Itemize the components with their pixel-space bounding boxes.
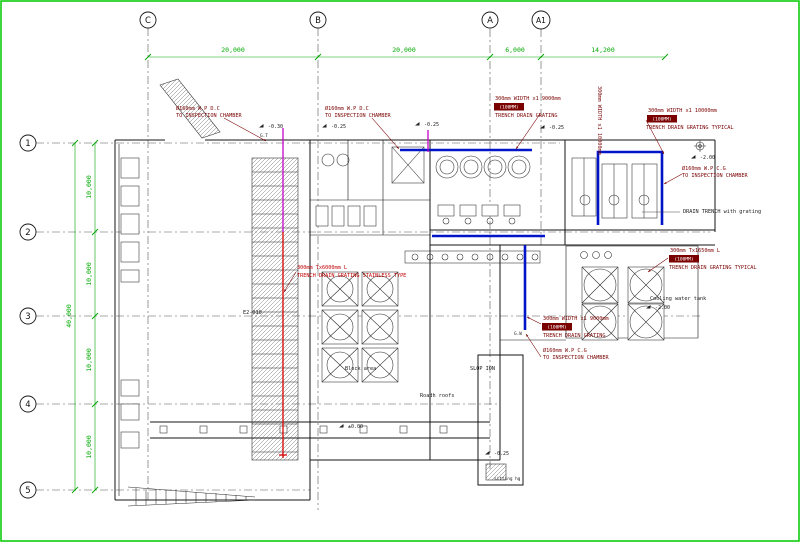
annotations: Ø160mm W.P D.C TO INSPECTION CHAMBER Ø16… bbox=[176, 86, 756, 361]
dim-left-1: 10,000 bbox=[85, 175, 93, 199]
annotation-trench-mid-chip: (100MM) bbox=[547, 325, 566, 331]
equipment-left-wall bbox=[120, 157, 140, 449]
annotation-trench-vertical: 300mm WIDTH x1 10000mm bbox=[596, 86, 602, 155]
benchmark-symbol bbox=[694, 140, 706, 152]
annotation-trench-right-line1: 300mm WIDTH x1 10000mm bbox=[648, 108, 717, 114]
equipment-top-middle bbox=[315, 146, 425, 227]
annotation-trench-top-chip-bg bbox=[494, 103, 524, 111]
annotation-trench-right-chip: (100MM) bbox=[652, 117, 671, 123]
grid-bubbles-left: 1 2 3 4 5 bbox=[19, 134, 37, 499]
grid-bubbles-top: C B A A1 bbox=[139, 10, 551, 30]
annotation-trench-1650-chip-bg bbox=[669, 255, 699, 263]
annotation-wp-dc-left-line1: Ø160mm W.P D.C bbox=[176, 105, 220, 112]
elevation-8: -2.00 bbox=[655, 305, 670, 311]
annotation-trench-top-line1: 300mm WIDTH x1 9000mm bbox=[495, 96, 561, 102]
grid-label-b: B bbox=[315, 16, 321, 26]
pipe-lines bbox=[279, 128, 429, 458]
label-slop-ion: SLOP ION bbox=[470, 366, 495, 372]
elevation-3: -0.25 bbox=[424, 122, 439, 128]
grid-label-4: 4 bbox=[25, 400, 30, 410]
annotation-wp-cg-mid-line1: Ø160mm W.P C.G bbox=[543, 347, 587, 354]
black-labels: DRAIN TRENCH with grating Cooling water … bbox=[243, 133, 761, 482]
grid-label-2: 2 bbox=[25, 228, 30, 238]
dim-top-1: 20,000 bbox=[221, 46, 245, 54]
grid-label-5: 5 bbox=[25, 486, 30, 496]
label-drain-trench: DRAIN TRENCH with grating bbox=[683, 209, 761, 215]
grid-bubble-1 bbox=[19, 134, 37, 152]
dim-left-4: 10,000 bbox=[85, 435, 93, 459]
annotation-trench-stainless-line1: 300mm Tx6000mm L bbox=[297, 265, 347, 271]
annotation-wp-dc-left-line2: TO INSPECTION CHAMBER bbox=[176, 113, 242, 119]
annotation-trench-top-chip: (100MM) bbox=[499, 105, 518, 111]
dim-left-3: 10,000 bbox=[85, 348, 93, 372]
fan-units-middle-hall bbox=[321, 271, 399, 383]
annotation-wp-cg-mid-line2: TO INSPECTION CHAMBER bbox=[543, 355, 609, 361]
elevation-4: -0.25 bbox=[549, 125, 564, 131]
stairs bbox=[127, 486, 256, 507]
bottom-right-block bbox=[485, 463, 507, 481]
annotation-trench-1650-chip: (100MM) bbox=[674, 257, 693, 263]
dim-left-2: 10,000 bbox=[85, 262, 93, 286]
annotation-wp-dc-mid-line1: Ø160mm W.P D.C bbox=[325, 105, 369, 112]
leader-lines bbox=[223, 113, 683, 358]
grid-bubble-a1 bbox=[531, 10, 551, 30]
annotation-wp-cg-right-line1: Ø160mm W.P C.G bbox=[682, 165, 726, 172]
annotation-trench-right-line3: TRENCH DRAIN GRATING TYPICAL bbox=[646, 125, 733, 131]
level-markers: -0.30 -0.25 -0.25 -0.25 -2.00 ±0.00 -0.2… bbox=[259, 122, 715, 457]
label-sitting-hg: sitting hg bbox=[494, 476, 521, 482]
trench-grating-ladder bbox=[251, 157, 299, 461]
trench-drain-blue-lines bbox=[400, 148, 664, 330]
label-cooling-water-tank: Cooling water tank bbox=[650, 296, 707, 302]
grid-label-a1: A1 bbox=[536, 16, 546, 25]
grid-bubble-b bbox=[309, 11, 327, 29]
label-block-area: Block area bbox=[345, 366, 376, 372]
tanks-top-block bbox=[435, 155, 531, 225]
grid-bubble-a bbox=[481, 11, 499, 29]
annotation-trench-mid-line3: TRENCH DRAIN GRATING bbox=[543, 333, 605, 339]
cooling-towers bbox=[580, 251, 665, 341]
grid-label-1: 1 bbox=[25, 139, 30, 149]
dimension-chain-left: 10,000 10,000 10,000 10,000 40,000 bbox=[65, 139, 99, 494]
elevation-2: -0.25 bbox=[331, 124, 346, 130]
annotation-trench-1650-line3: TRENCH DRAIN GRATING TYPICAL bbox=[669, 265, 756, 271]
dimension-chain-top: 20,000 20,000 6,000 14,200 bbox=[144, 46, 669, 61]
dim-top-3: 6,000 bbox=[505, 46, 525, 54]
grid-bubble-4 bbox=[19, 395, 37, 413]
elevation-6: ±0.00 bbox=[348, 424, 363, 430]
label-room-code: E2-010 bbox=[243, 310, 262, 316]
building-walls bbox=[114, 139, 716, 501]
dim-top-2: 20,000 bbox=[392, 46, 416, 54]
label-gully-waste: G.W bbox=[514, 331, 522, 337]
annotation-trench-top-line3: TRENCH DRAIN GRATING bbox=[495, 113, 557, 119]
grid-label-a: A bbox=[487, 16, 493, 26]
elevation-7: -0.25 bbox=[494, 451, 509, 457]
elevation-5: -2.00 bbox=[700, 155, 715, 161]
annotation-wp-cg-right-line2: TO INSPECTION CHAMBER bbox=[682, 173, 748, 179]
annotation-trench-1650-line1: 300mm Tx1650mm L bbox=[670, 248, 720, 254]
annotation-trench-stainless-line2: TRENCH DRAIN GRATING STAINLESS TYPE bbox=[297, 273, 406, 279]
elevation-1: -0.30 bbox=[268, 124, 283, 130]
annotation-trench-mid-chip-bg bbox=[542, 323, 572, 331]
label-gully-trap: G.T bbox=[260, 133, 268, 139]
trench-drain-right-u bbox=[596, 150, 664, 225]
label-roadh-roofs: Roadh roofs bbox=[420, 393, 454, 399]
annotation-trench-mid-line1: 300mm WIDTH x1 9000mm bbox=[543, 316, 609, 322]
grid-label-3: 3 bbox=[25, 312, 30, 322]
ramp-hatch bbox=[159, 78, 221, 139]
grid-bubble-5 bbox=[19, 481, 37, 499]
annotation-wp-dc-mid-line2: TO INSPECTION CHAMBER bbox=[325, 113, 391, 119]
conveyor-row bbox=[404, 250, 541, 264]
grid-label-c: C bbox=[145, 16, 151, 26]
pipe-red-left bbox=[279, 232, 287, 458]
grid-bubble-2 bbox=[19, 223, 37, 241]
annotation-trench-right-chip-bg bbox=[647, 115, 677, 123]
dim-top-4: 14,200 bbox=[591, 46, 615, 54]
dim-left-overall: 40,000 bbox=[65, 304, 73, 328]
grid-bubble-c bbox=[139, 11, 157, 29]
grid-bubble-3 bbox=[19, 307, 37, 325]
equipment-right-top bbox=[571, 157, 658, 219]
